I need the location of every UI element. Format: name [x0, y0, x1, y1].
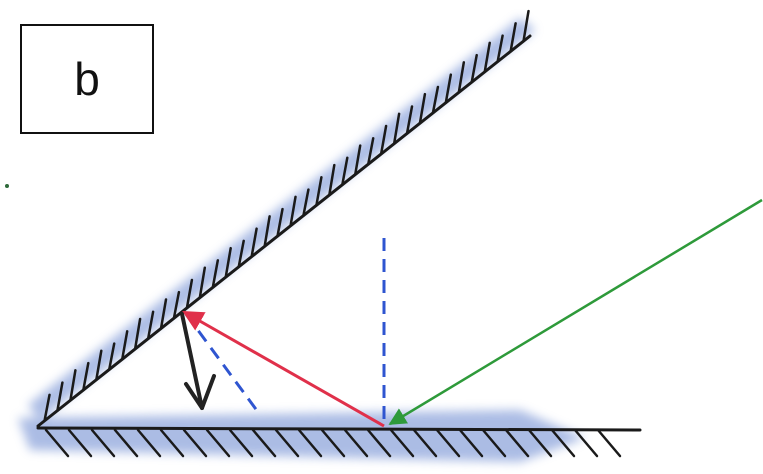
hatch-mark [509, 22, 517, 53]
hatch-mark [483, 41, 491, 74]
hatch-mark [315, 176, 323, 207]
hatch-mark [435, 428, 461, 458]
hatch-mark [90, 428, 116, 458]
hatch-mark [237, 239, 245, 269]
hatch-mark [263, 215, 271, 248]
reflected-ray [182, 310, 385, 428]
hatch-mark [504, 428, 530, 458]
hatch-mark [392, 112, 401, 146]
hatch-mark [113, 428, 139, 458]
upper-mirror-line [36, 34, 532, 428]
incident-ray [388, 198, 763, 426]
hatch-mark [573, 428, 599, 458]
hatch-mark [43, 393, 51, 423]
hatch-mark [431, 85, 440, 115]
hatch-mark [56, 381, 64, 412]
hatch-mark [224, 246, 232, 279]
lower-mirror-line [36, 426, 642, 432]
hatch-mark [120, 330, 129, 361]
hatch-mark [302, 188, 310, 217]
hatch-mark [159, 428, 185, 458]
hatch-mark [470, 53, 478, 84]
hatch-mark [379, 124, 388, 156]
hatch-mark [95, 349, 103, 382]
hatch-mark [550, 428, 576, 458]
hatch-mark [276, 207, 284, 238]
hatch-mark [250, 227, 258, 258]
hatch-mark [457, 61, 466, 94]
hatch-mark [458, 428, 484, 458]
hatch-mark [366, 137, 375, 166]
hatch-mark [366, 428, 392, 458]
hatch-mark [481, 428, 507, 458]
hatch-mark [198, 266, 207, 299]
hatch-mark [82, 361, 90, 392]
second-reflection-ray [180, 312, 216, 410]
figure-label: b [74, 53, 100, 105]
hatch-mark [353, 144, 362, 176]
hatch-mark [522, 9, 530, 43]
hatch-mark [182, 428, 208, 458]
hatch-mark [274, 428, 300, 458]
hatch-mark [107, 342, 116, 371]
hatch-mark [67, 428, 93, 458]
hatch-mark [341, 156, 349, 187]
hatch-mark [44, 428, 70, 458]
hatch-mark [185, 278, 194, 310]
hatch-mark [444, 73, 453, 104]
hatch-mark [251, 428, 277, 458]
hatch-mark [297, 428, 323, 458]
hatch-mark [320, 428, 346, 458]
hatch-mark [343, 428, 369, 458]
hatch-mark [328, 163, 336, 197]
hatch-mark [596, 428, 622, 458]
hatch-mark [205, 428, 231, 458]
hatch-mark [136, 428, 162, 458]
hatch-mark [211, 259, 220, 289]
hatch-mark [405, 105, 414, 135]
hatch-mark [496, 34, 504, 63]
hatch-mark [146, 310, 155, 341]
hatch-mark [389, 428, 415, 458]
hatch-mark [159, 298, 168, 330]
upper-mirror-hatching [43, 9, 530, 423]
hatch-mark [228, 428, 254, 458]
hatch-mark [172, 290, 181, 320]
figure-label-box: b [20, 24, 154, 134]
hatch-mark [412, 428, 438, 458]
lower-mirror-hatching [44, 428, 622, 458]
hatch-mark [133, 317, 142, 351]
hatch-mark [69, 369, 77, 402]
hatch-mark [289, 195, 297, 228]
stray-mark [5, 184, 9, 188]
hatch-mark [418, 92, 427, 125]
hatch-mark [527, 428, 553, 458]
